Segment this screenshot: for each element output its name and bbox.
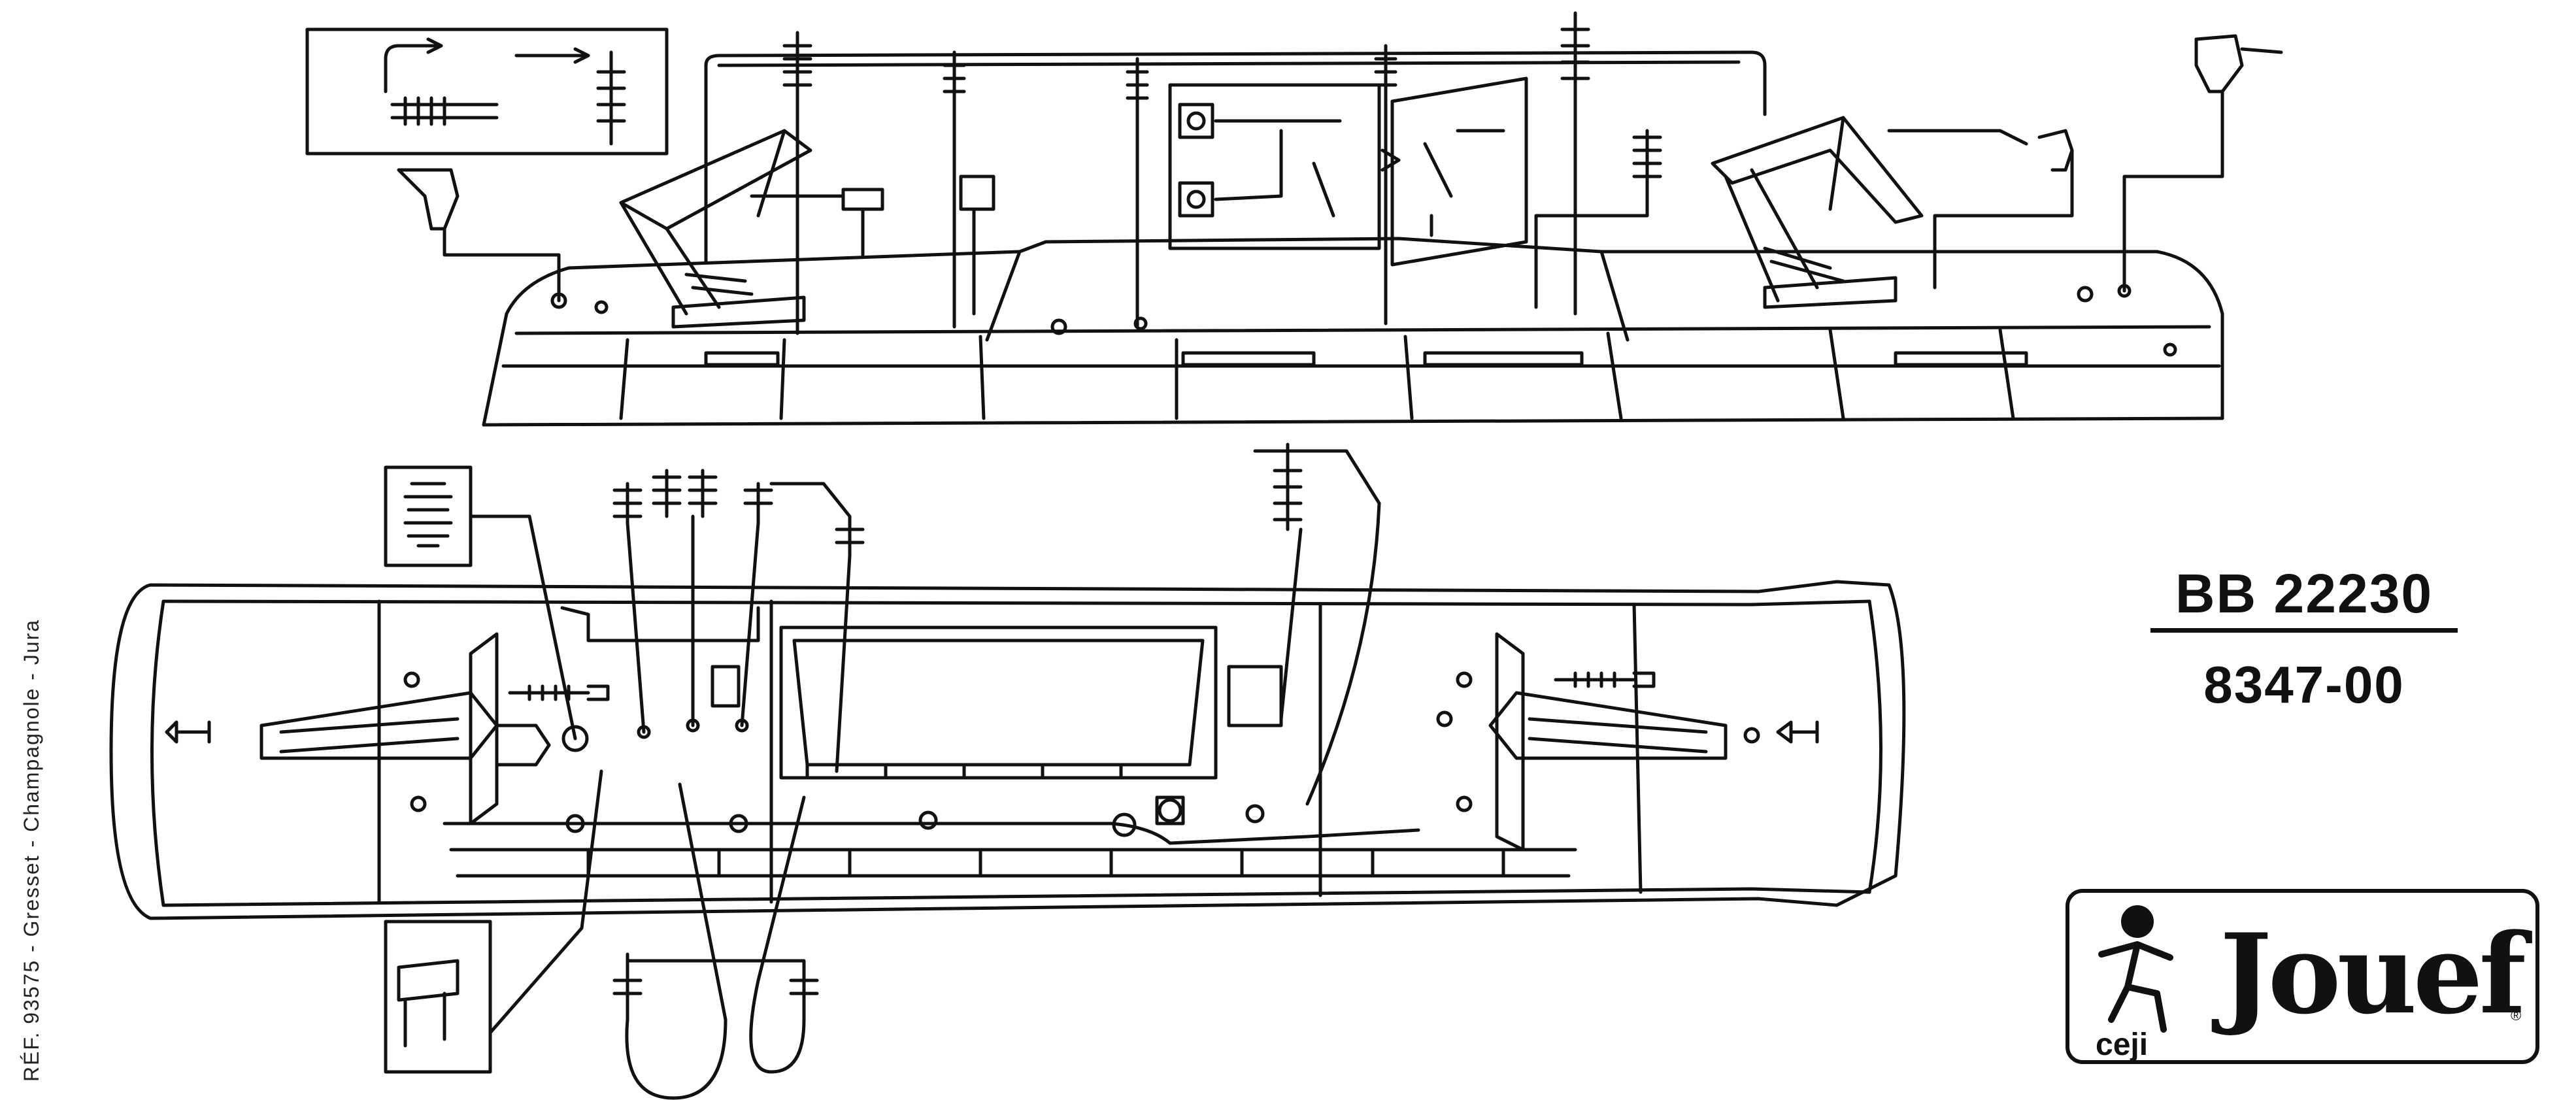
ceji-mascot-icon: [2098, 905, 2173, 1033]
roof-plan-view: [109, 442, 1906, 1100]
model-code: 8347-00: [2203, 656, 2405, 714]
model-label: BB 22230 8347-00: [2150, 562, 2458, 715]
reference-label: RÉF. 93575 - Gresset - Champagnole - Jur…: [0, 585, 43, 1095]
roof-perspective-view: [305, 11, 2283, 427]
model-title: BB 22230: [2150, 562, 2458, 633]
trademark-mark: ®: [2511, 1007, 2522, 1024]
brand-name: Jouef: [2220, 909, 2526, 1039]
reference-text: RÉF. 93575 - Gresset - Champagnole - Jur…: [20, 618, 43, 1082]
jouef-logo: ceji Jouef ®: [2066, 889, 2539, 1064]
ceji-label: ceji: [2096, 1027, 2149, 1062]
